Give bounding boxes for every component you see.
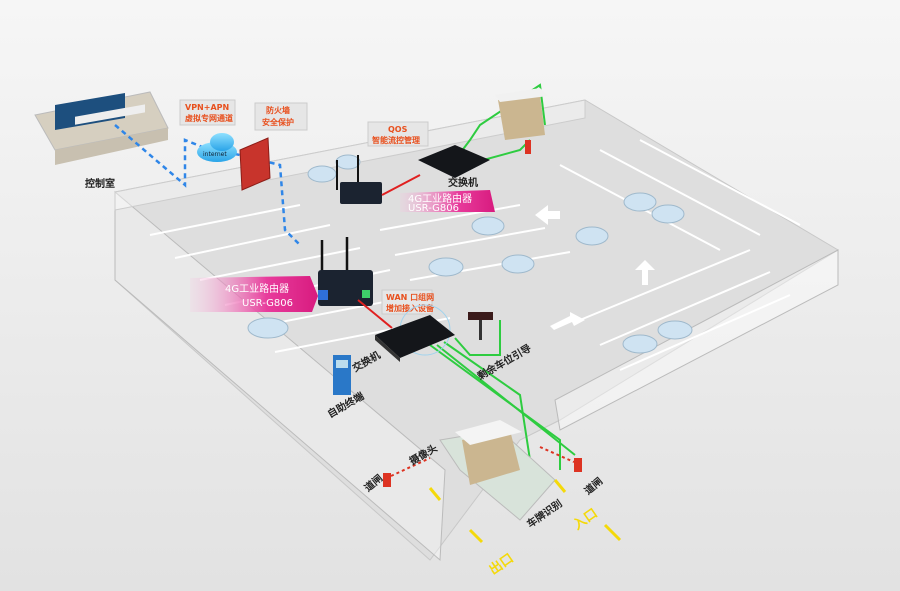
barrier-gates [383, 446, 582, 487]
switch-main-icon [375, 304, 455, 362]
svg-text:防火墙: 防火墙 [266, 105, 290, 115]
firewall-icon [239, 137, 271, 191]
svg-text:安全保护: 安全保护 [262, 117, 294, 127]
control-room [34, 91, 169, 165]
parking-guide-sign-icon [468, 312, 493, 340]
kiosk-icon [333, 355, 351, 395]
svg-text:USR-G806: USR-G806 [408, 203, 459, 214]
svg-text:QOS: QOS [388, 125, 408, 134]
router-top-icon [336, 155, 382, 204]
qos-callout: QOS 智能流控管理 [367, 121, 429, 147]
svg-text:VPN+APN: VPN+APN [185, 103, 229, 112]
lane-markings [428, 479, 622, 544]
floor-arrows [535, 205, 655, 330]
svg-text:WAN 口组网: WAN 口组网 [386, 292, 434, 302]
svg-text:USR-G806: USR-G806 [242, 298, 293, 309]
internet-cloud-icon: internet [197, 133, 237, 162]
wan-link-main [357, 299, 393, 329]
firewall-callout: 防火墙 安全保护 [254, 102, 308, 131]
vpn-link [114, 124, 301, 246]
svg-text:4G工业路由器: 4G工业路由器 [225, 282, 289, 295]
svg-text:增加接入设备: 增加接入设备 [386, 303, 435, 313]
control-room-label: 控制室 [85, 177, 115, 190]
router-main-icon [318, 237, 373, 306]
svg-text:虚拟专网通道: 虚拟专网通道 [185, 113, 233, 123]
cars [247, 154, 693, 354]
wan-link-top [381, 174, 421, 196]
bottom-guard-booth [439, 420, 556, 521]
vpn-callout: VPN+APN 虚拟专网通道 [179, 99, 236, 126]
internet-label: internet [203, 151, 227, 158]
svg-text:智能流控管理: 智能流控管理 [372, 135, 420, 145]
switch-top-label: 交换机 [448, 176, 478, 189]
router-top-callout: 4G工业路由器 USR-G806 [400, 190, 495, 214]
router-main-callout: 4G工业路由器 USR-G806 [190, 276, 318, 312]
svg-text:4G工业路由器: 4G工业路由器 [408, 192, 472, 205]
switch-top-icon [418, 145, 490, 178]
wan-callout: WAN 口组网 增加接入设备 [381, 289, 435, 315]
top-guard-booth [495, 88, 548, 154]
